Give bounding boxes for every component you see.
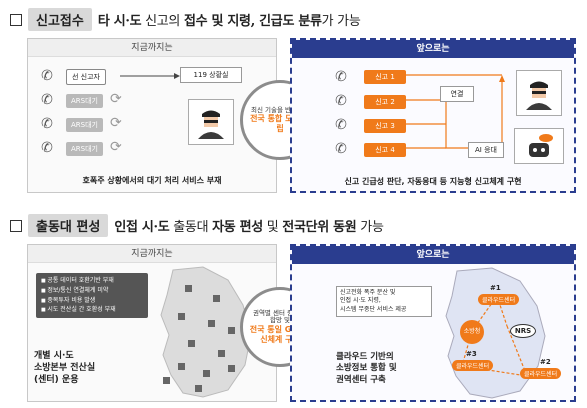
- checkbox-icon: [10, 13, 22, 26]
- panel-title: 지금까지는: [28, 245, 276, 263]
- nrs-badge: NRS: [510, 324, 536, 338]
- node-number: #3: [466, 350, 477, 358]
- issue-item: 중복투자 비용 발생: [41, 296, 143, 306]
- issues-list: 공통 데이터 호환기반 부재 정보/통신 연결체계 미약 중복투자 비용 발생 …: [36, 273, 148, 318]
- report-pill: 신고 2: [364, 95, 406, 109]
- flow-arrows: [406, 74, 505, 149]
- phone-icon: ✆: [335, 93, 347, 109]
- ai-box: AI 응대: [468, 142, 504, 158]
- ars-wait-pill: ARS대기: [66, 94, 103, 108]
- phone-icon: ✆: [41, 116, 53, 132]
- section1-heading: 신고접수 타 시·도 신고의 접수 및 지령, 긴급도 분류가 가능: [10, 8, 361, 31]
- right-caption: 신고 긴급성 판단, 자동응대 등 지능형 신고체계 구현: [344, 177, 522, 186]
- circle-small-text: 권역별 센터 중심 통합망 및: [252, 308, 308, 325]
- cloud-center-badge: 클라우드센터: [520, 368, 562, 379]
- circle-orange-text: 전국 통일 GIS 통신체계 구축: [249, 325, 311, 344]
- checkbox-icon: [10, 219, 22, 232]
- operator-icon: [188, 99, 234, 145]
- report-pill: 신고 4: [364, 143, 406, 157]
- section2-tag: 출동대 편성: [28, 214, 109, 237]
- section2-right-panel: 앞으로는 신고전화 폭주 분산 및 인접 시·도 지령, 시스템 무중단 서비스…: [290, 244, 576, 402]
- section1-headline: 타 시·도 신고의 접수 및 지령, 긴급도 분류가 가능: [97, 14, 361, 29]
- section2-left-panel: 지금까지는 공통 데이터 호환기반 부재 정보/통신 연결체계 미약 중복투자 …: [27, 244, 277, 402]
- report-pill: 신고 3: [364, 119, 406, 133]
- section1-right-panel: 앞으로는 ✆ ✆ ✆ ✆ 신고 1 신고 2 신고 3 신고 4 연결 AI 응…: [290, 38, 576, 193]
- phone-icon: ✆: [41, 68, 53, 84]
- phone-icon: ✆: [335, 117, 347, 133]
- left-caption: 개별 시·도 소방본부 전산실 (센터) 운용: [34, 351, 96, 386]
- ars-wait-pill: ARS대기: [66, 118, 103, 132]
- circle-orange-text: 전국 통합 모델 수립: [250, 114, 310, 133]
- refresh-icon: ⟳: [110, 91, 122, 107]
- benefit-box: 신고전화 폭주 분산 및 인접 시·도 지령, 시스템 무중단 서비스 제공: [336, 286, 432, 318]
- report-pill: 신고 1: [364, 70, 406, 84]
- korea-map: [445, 267, 546, 399]
- connect-box: 연결: [440, 86, 474, 102]
- node-number: #1: [490, 284, 501, 292]
- phone-icon: ✆: [41, 140, 53, 156]
- korea-map: [160, 266, 252, 398]
- phone-icon: ✆: [335, 141, 347, 157]
- cloud-center-badge: 클라우드센터: [452, 360, 494, 371]
- headquarters-badge: 소방청: [460, 320, 484, 344]
- dispatch-room-box: 119 상황실: [180, 67, 242, 83]
- first-caller-pill: 선 신고자: [66, 69, 106, 85]
- section1-tag: 신고접수: [28, 8, 92, 31]
- left-caption: 호폭주 상황에서의 대기 처리 서비스 부재: [82, 176, 222, 185]
- refresh-icon: ⟳: [110, 139, 122, 155]
- section1-left-panel: 지금까지는 ✆ ✆ ✆ ✆ 선 신고자 ARS대기 ARS대기 ARS대기 ⟳ …: [27, 38, 277, 193]
- robot-icon: [514, 128, 564, 164]
- operator-icon: [516, 70, 562, 116]
- panel-title: 지금까지는: [28, 39, 276, 57]
- arrow-icon: [120, 73, 180, 79]
- section2-headline: 인접 시·도 출동대 자동 편성 및 전국단위 동원 가능: [114, 220, 384, 235]
- ars-wait-pill: ARS대기: [66, 142, 103, 156]
- node-number: #2: [540, 358, 551, 366]
- issue-item: 시도 전산실 간 호환성 부재: [41, 305, 143, 315]
- right-caption: 클라우드 기반의 소방정보 통합 및 권역센터 구축: [336, 352, 397, 385]
- cloud-center-badge: 클라우드센터: [478, 294, 520, 305]
- issue-item: 정보/통신 연결체계 미약: [41, 286, 143, 296]
- phone-icon: ✆: [335, 69, 347, 85]
- phone-icon: ✆: [41, 92, 53, 108]
- section2-heading: 출동대 편성 인접 시·도 출동대 자동 편성 및 전국단위 동원 가능: [10, 214, 384, 237]
- circle-small-text: 최신 기술을 반영하여: [251, 105, 309, 114]
- panel-title: 앞으로는: [292, 246, 574, 264]
- issue-item: 공통 데이터 호환기반 부재: [41, 276, 143, 286]
- panel-title: 앞으로는: [292, 40, 574, 58]
- refresh-icon: ⟳: [110, 115, 122, 131]
